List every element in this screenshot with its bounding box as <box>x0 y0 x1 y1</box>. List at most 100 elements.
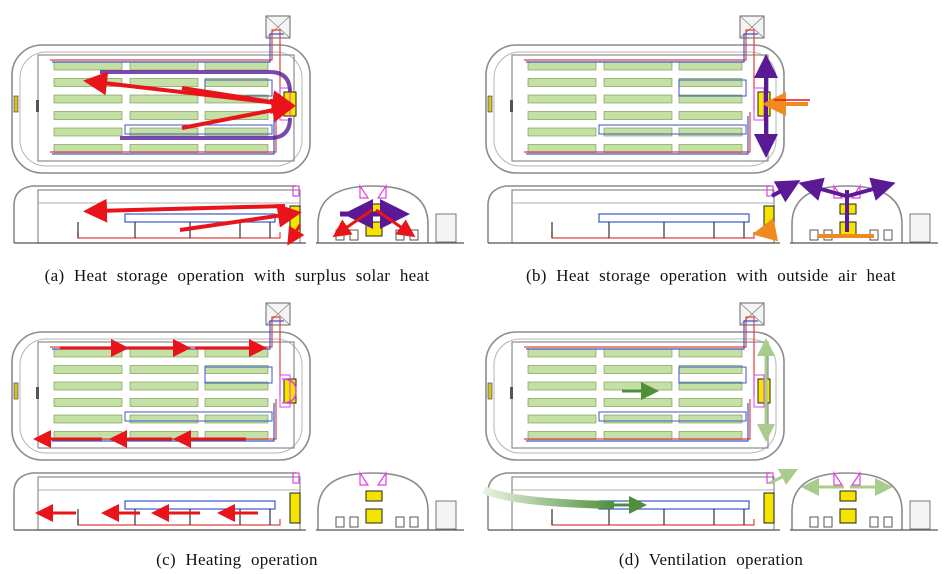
hot-pipe <box>524 316 755 397</box>
warm-air-arrow <box>83 198 286 223</box>
planting-bed <box>603 94 673 104</box>
planting-bed <box>678 381 743 391</box>
caption-c: (c) Heating operation <box>156 550 318 569</box>
vent-icon <box>36 100 39 112</box>
diagram-c <box>11 302 464 531</box>
planting-bed <box>129 111 199 120</box>
planting-bed <box>129 348 199 358</box>
bed-box <box>335 516 345 528</box>
hot-pipe <box>524 112 751 153</box>
hot-pipe <box>50 29 281 110</box>
panel-d: (d) Ventilation operation <box>474 287 948 574</box>
bed-box <box>883 516 893 528</box>
section-body <box>511 189 775 244</box>
duct-loop <box>598 411 747 422</box>
diagram-b <box>485 15 938 244</box>
heat-pump-unit-icon <box>365 508 383 524</box>
cold-pipe <box>52 33 284 63</box>
planting-bed <box>204 398 269 407</box>
section-pipe <box>551 232 755 239</box>
planting-bed <box>53 398 123 407</box>
planting-bed <box>129 365 199 374</box>
unit-housing <box>279 374 291 408</box>
planting-bed <box>129 144 199 153</box>
end-section-arch <box>317 472 429 530</box>
planting-bed <box>204 61 269 71</box>
panel-a: (a) Heat storage operation with surplus … <box>0 0 474 287</box>
fan-outlet <box>292 185 300 197</box>
planting-bed <box>204 414 269 424</box>
bed-box <box>349 229 359 241</box>
planting-bed <box>527 348 597 358</box>
planting-bed <box>678 398 743 407</box>
ventilation-arrow <box>769 468 799 486</box>
section-pipe <box>551 519 755 526</box>
cold-pipe <box>526 33 758 63</box>
planting-bed <box>527 144 597 153</box>
panel-c: (c) Heating operation <box>0 287 474 574</box>
caption-d: (d) Ventilation operation <box>618 550 804 569</box>
planting-bed <box>527 431 597 440</box>
planting-bed <box>678 94 743 104</box>
air-duct <box>281 378 297 404</box>
caption-a: (a) Heat storage operation with surplus … <box>44 266 430 285</box>
section-body <box>37 476 301 531</box>
equipment-box <box>909 500 931 530</box>
planting-bed <box>204 144 269 153</box>
heat-pump-unit-icon <box>839 490 857 502</box>
planting-bed <box>527 94 597 104</box>
fan-icon <box>359 471 387 486</box>
heat-pump-unit-icon <box>763 492 775 524</box>
fan-icon <box>833 471 861 486</box>
greenhouse-plan-inner <box>19 338 303 454</box>
planting-bed <box>527 127 597 137</box>
bed-box <box>409 516 419 528</box>
duct-loop <box>204 366 273 384</box>
planting-bed <box>603 431 673 440</box>
greenhouse-plan-outline <box>11 44 311 174</box>
greenhouse-plan-outline <box>11 331 311 461</box>
end-section-arch <box>791 472 903 530</box>
door-icon <box>487 95 493 113</box>
air-duct-flow <box>100 70 292 93</box>
planting-bed <box>527 78 597 87</box>
planting-bed <box>527 398 597 407</box>
section-duct <box>124 500 276 510</box>
planting-bed <box>603 111 673 120</box>
section-duct <box>598 213 750 223</box>
planting-bed <box>527 414 597 424</box>
planting-bed <box>204 381 269 391</box>
warm-air-arrow <box>375 208 416 238</box>
planting-bed <box>678 414 743 424</box>
planting-bed <box>678 348 743 358</box>
planting-bed <box>129 78 199 87</box>
section-pipe <box>77 519 281 526</box>
planting-bed <box>603 78 673 87</box>
planting-bed <box>527 111 597 120</box>
fan-outlet <box>292 472 300 484</box>
section-roof <box>13 472 296 530</box>
warm-air-arrow <box>332 208 373 238</box>
planting-bed <box>53 111 123 120</box>
equipment-box <box>435 500 457 530</box>
warm-air-arrow <box>287 224 305 246</box>
door-icon <box>13 382 19 400</box>
bed-box <box>349 516 359 528</box>
planting-bed <box>527 365 597 374</box>
section-roof <box>487 185 770 243</box>
heat-pump-unit-icon <box>839 508 857 524</box>
warm-air-arrow <box>181 98 296 130</box>
end-section-arch <box>317 185 429 243</box>
planting-bed <box>603 398 673 407</box>
planting-bed <box>603 414 673 424</box>
fan-outlet <box>766 185 774 197</box>
ventilation-band <box>482 486 615 509</box>
cold-pipe <box>526 320 758 350</box>
duct-loop <box>598 124 747 135</box>
greenhouse-plan-inner <box>19 51 303 167</box>
heat-pump-unit-icon <box>289 492 301 524</box>
planting-bed <box>53 365 123 374</box>
cold-pipe <box>52 116 275 155</box>
planting-bed <box>53 348 123 358</box>
end-section-arch <box>791 185 903 243</box>
